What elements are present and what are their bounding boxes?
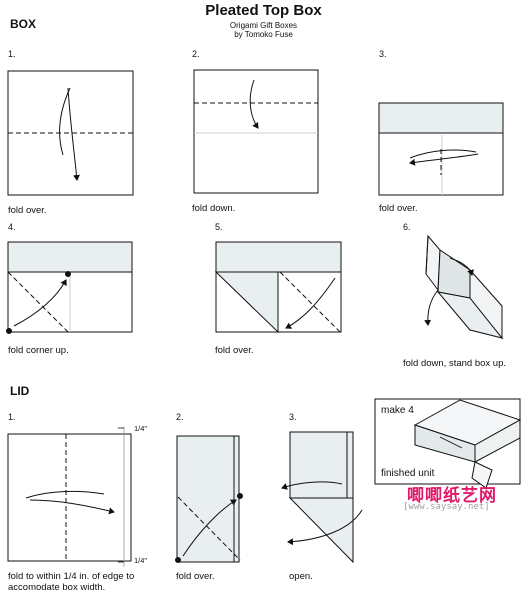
lid-step-2-diagram (175, 435, 243, 563)
box-step-4-number: 4. (8, 222, 16, 232)
lid-step-1-number: 1. (8, 412, 16, 422)
finished-unit-label: finished unit (381, 468, 435, 479)
lid-step-3-caption: open. (289, 571, 313, 582)
lid-step-2-caption: fold over. (176, 571, 215, 582)
measure-label-top: 1/4" (134, 424, 148, 433)
box-step-6-caption: fold down, stand box up. (403, 358, 506, 369)
lid-step-2-number: 2. (176, 412, 184, 422)
box-step-5-caption: fold over. (215, 345, 254, 356)
diagram-title: Pleated Top Box (205, 2, 322, 19)
watermark-site-url: [www.saysay.net] (403, 502, 490, 512)
box-step-4-diagram (6, 241, 133, 334)
box-step-3-diagram (378, 102, 504, 196)
box-step-5-number: 5. (215, 222, 223, 232)
box-step-6-diagram (424, 234, 504, 340)
lid-step-3-diagram (281, 431, 363, 564)
lid-step-3-number: 3. (289, 412, 297, 422)
box-step-2-diagram (193, 69, 319, 194)
box-step-1-caption: fold over. (8, 205, 47, 216)
watermark-site-name: 唧唧纸艺网 (407, 486, 497, 505)
box-section-heading: BOX (10, 17, 37, 31)
box-step-2-caption: fold down. (192, 203, 236, 214)
box-step-6-number: 6. (403, 222, 411, 232)
box-step-1-number: 1. (8, 49, 16, 59)
lid-step-1-caption: fold to within 1/4 in. of edge to accomo… (8, 571, 135, 593)
finished-unit-panel (374, 398, 522, 489)
lid-section-heading: LID (10, 384, 30, 398)
box-step-5-diagram (214, 241, 342, 334)
lid-step-1-diagram (7, 427, 132, 567)
box-step-1-diagram (7, 70, 134, 196)
subtitle-line-1: Origami Gift Boxes (229, 21, 298, 30)
box-step-3-caption: fold over. (379, 203, 418, 214)
subtitle-line-2: by Tomoko Fuse (234, 30, 293, 39)
box-step-2-number: 2. (192, 49, 200, 59)
make-count-label: make 4 (381, 405, 414, 416)
box-step-3-number: 3. (379, 49, 387, 59)
box-step-4-caption: fold corner up. (8, 345, 69, 356)
measure-label-bottom: 1/4" (134, 556, 148, 565)
